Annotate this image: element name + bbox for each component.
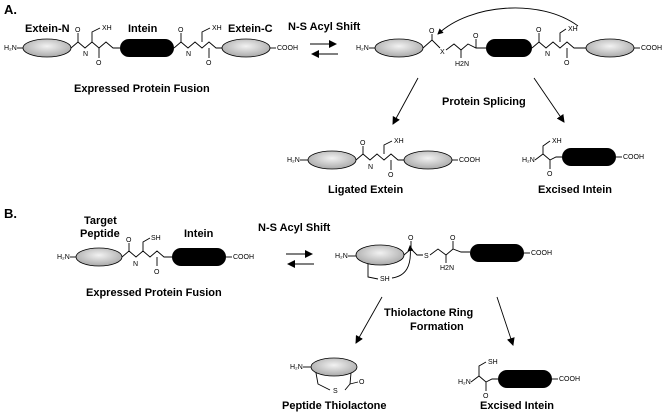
o-label: O [483,393,489,400]
intein-block [498,370,552,388]
target-peptide-ellipse [75,247,123,267]
panel-b-peptide-thiolactone: H₂N S O Peptide Thiolactone [282,357,387,412]
h2n-label: H₂N [356,45,369,52]
excised-intein-caption-b: Excised Intein [480,400,554,412]
panel-a-ligated-extein: H₂N O N O XH COOH Ligated Extein [287,138,480,196]
ring-label-line2: Formation [410,321,464,333]
extein-n-label: Extein-N [25,23,70,35]
cooh-label: COOH [233,254,254,261]
h2n-label: H₂N [522,157,535,164]
target-label-line1: Target [84,215,117,227]
ligated-extein-caption: Ligated Extein [328,184,403,196]
panel-a-expressed-fusion: H₂N Extein-N O N O XH Intein O N O XH Ex… [4,23,298,95]
o-label: O [536,27,542,34]
n-label: N [83,51,88,58]
panel-b-ring-arrows: Thiolactone Ring Formation [355,296,515,346]
h2n-label: H2N [440,265,454,272]
sh-label: SH [151,235,161,242]
o-label: O [473,33,479,40]
target-peptide-ellipse [310,357,358,377]
extein-c-label: Extein-C [228,23,273,35]
intein-label-b: Intein [184,228,214,240]
h2n-label: H₂N [287,157,300,164]
o-label: O [388,172,394,179]
extein-c-ellipse [221,38,271,58]
intein-block [120,39,174,57]
o-label: O [178,27,184,34]
extein-n-ellipse [307,150,357,170]
h2n-label: H₂N [335,253,348,260]
o-label: O [360,140,366,147]
cooh-label: COOH [623,154,644,161]
n-label: N [186,51,191,58]
panel-b-expressed-fusion: Target Peptide H₂N O N O SH Intein COOH … [57,215,254,299]
excised-intein-caption-a: Excised Intein [538,184,612,196]
o-label: O [547,171,553,178]
extein-n-ellipse [374,38,424,58]
panel-a-equilibrium-arrows: N-S Acyl Shift [288,21,361,58]
extein-c-ellipse [403,150,453,170]
intein-label: Intein [128,23,158,35]
intein-block [562,148,616,166]
panel-a-shift-label: N-S Acyl Shift [288,21,361,33]
intein-block [486,39,532,57]
curved-attack-arrow-b [391,245,414,279]
h2n-label: H₂N [57,254,70,261]
sh-label: SH [488,359,498,366]
cooh-label: COOH [459,157,480,164]
target-label-line2: Peptide [80,228,120,240]
cooh-label: COOH [559,376,580,383]
o-label: O [564,60,570,67]
n-label: N [368,164,373,171]
extein-n-ellipse [22,38,72,58]
o-label: O [359,379,365,386]
x-label: X [440,49,445,56]
ring-label-line1: Thiolactone Ring [384,307,473,319]
xh-label: XH [394,138,404,145]
panel-b-letter: B. [4,206,17,221]
extein-c-ellipse [585,38,635,58]
o-label: O [126,237,132,244]
s-label: S [333,388,338,395]
o-label: O [450,235,456,242]
peptide-thiolactone-caption: Peptide Thiolactone [282,400,387,412]
h2n-label: H2N [455,61,469,68]
target-peptide-ellipse [355,244,405,266]
o-label: O [75,27,81,34]
panel-b-equilibrium-arrows: N-S Acyl Shift [258,222,331,268]
intein-block [172,248,226,266]
xh-label: XH [568,26,578,33]
o-label: O [429,28,435,35]
panel-a-splicing-label: Protein Splicing [442,96,526,108]
h2n-label: H₂N [290,364,303,371]
cooh-label: COOH [531,250,552,257]
panel-b-fusion-caption: Expressed Protein Fusion [86,287,222,299]
o-label: O [154,269,160,276]
h2n-label: H₂N [458,379,471,386]
panel-a-fusion-caption: Expressed Protein Fusion [74,83,210,95]
sh-label: SH [380,276,390,283]
cooh-label: COOH [277,45,298,52]
o-label: O [408,235,414,242]
s-label: S [424,253,429,260]
xh-label: XH [212,25,222,32]
panel-b-excised-intein: H₂N SH O COOH Excised Intein [458,359,580,412]
n-label: N [133,261,138,268]
panel-a-letter: A. [4,2,17,17]
panel-a-thioester-intermediate: H₂N O X H2N O O N O XH COOH [356,7,662,68]
panel-a-splicing-arrows: Protein Splicing [392,77,565,125]
o-label: O [96,60,102,67]
cooh-label: COOH [641,45,662,52]
o-label: O [206,60,212,67]
panel-a-excised-intein: H₂N XH O COOH Excised Intein [522,138,644,196]
panel-b-thioester-intermediate: H₂N SH O S H2N O COOH [335,235,552,283]
intein-block [470,244,524,262]
curved-attack-arrow [437,7,579,35]
panel-b-shift-label: N-S Acyl Shift [258,222,331,234]
n-label: N [545,51,550,58]
xh-label: XH [102,25,112,32]
xh-label: XH [552,138,562,145]
h2n-label: H₂N [4,45,17,52]
